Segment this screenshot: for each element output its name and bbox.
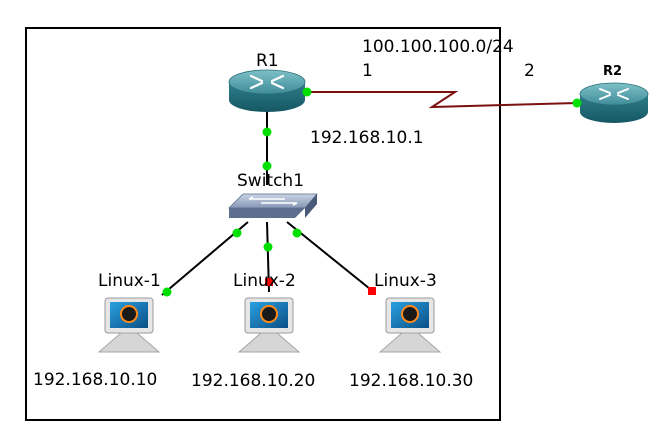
router-r2[interactable] <box>579 82 649 123</box>
port-switch1-linux1[interactable] <box>232 228 242 238</box>
node-label-r2: R2 <box>603 64 623 79</box>
node-label-linux1: Linux-1 <box>98 271 161 291</box>
links-layer <box>161 91 578 296</box>
r1-lan-ip-label: 192.168.10.1 <box>310 128 424 148</box>
qemu-logo-icon <box>401 305 419 323</box>
port-r1-wan[interactable] <box>302 87 312 97</box>
port-linux1[interactable] <box>162 287 172 297</box>
host-linux3[interactable] <box>378 297 442 353</box>
wan-r1-host-label: 1 <box>362 61 373 81</box>
wan-network-label: 100.100.100.0/24 <box>362 37 514 57</box>
host-linux1[interactable] <box>97 297 161 353</box>
port-linux2[interactable] <box>265 278 273 286</box>
router-arrows-icon <box>599 88 629 100</box>
ip-label-linux2: 192.168.10.20 <box>191 371 316 391</box>
port-switch1-linux2[interactable] <box>263 242 273 252</box>
router-arrows-icon <box>249 74 285 90</box>
network-boundary <box>25 27 501 421</box>
link-r1-r2[interactable] <box>307 91 578 109</box>
switch-arrows-icon <box>248 196 298 206</box>
qemu-logo-icon <box>260 305 278 323</box>
port-r1-lan[interactable] <box>262 127 272 137</box>
node-label-r1: R1 <box>256 51 279 71</box>
router-r1[interactable] <box>228 69 306 112</box>
host-linux2[interactable] <box>237 297 301 353</box>
switch-switch1[interactable] <box>228 193 318 218</box>
port-indicators <box>162 87 582 297</box>
wan-r2-host-label: 2 <box>524 61 535 81</box>
ip-label-linux1: 192.168.10.10 <box>33 370 158 390</box>
node-label-switch1: Switch1 <box>237 171 305 191</box>
port-linux3[interactable] <box>368 287 376 295</box>
port-r2-wan[interactable] <box>572 98 582 108</box>
node-label-linux3: Linux-3 <box>374 271 437 291</box>
qemu-logo-icon <box>120 305 138 323</box>
port-switch1-linux3[interactable] <box>292 228 302 238</box>
link-switch1-linux3[interactable] <box>286 221 376 294</box>
port-switch1-uplink[interactable] <box>262 161 272 171</box>
ip-label-linux3: 192.168.10.30 <box>349 371 474 391</box>
node-label-linux2: Linux-2 <box>233 271 296 291</box>
